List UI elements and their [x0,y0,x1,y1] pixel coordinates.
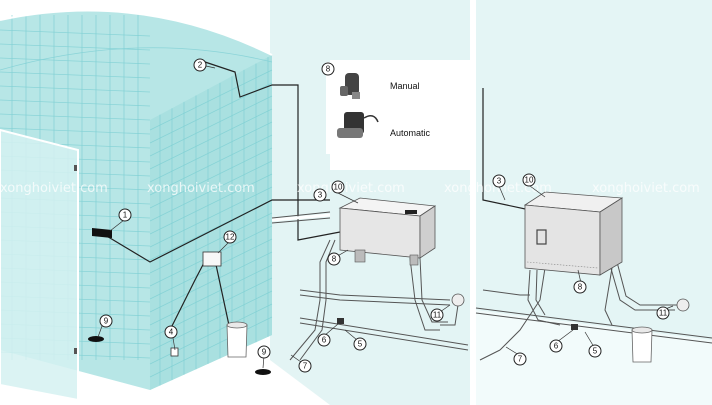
glass-door [0,128,79,402]
tile-line [0,99,151,107]
tile-line [149,69,273,131]
svg-text:12: 12 [226,233,235,242]
tile-line [149,238,273,300]
water-valve-right [571,324,578,330]
steam-generator-right [523,191,624,276]
svg-text:3: 3 [318,191,323,200]
svg-text:6: 6 [322,336,327,345]
callout-5: 5 [353,337,367,351]
tile-line [0,85,151,93]
watermarks: xonghoiviet.com xonghoiviet.com xonghoiv… [0,181,700,196]
callout-11-right: 11 [656,306,670,320]
valve-legend: Manual Automatic [326,62,468,154]
svg-text:11: 11 [433,311,442,320]
callout-3-right: 3 [492,174,506,188]
tile-line [149,95,273,157]
callout-6: 6 [317,333,331,347]
svg-text:7: 7 [518,355,523,364]
callout-11-left: 11 [430,308,444,322]
watermark-5: xonghoiviet.com [592,181,700,196]
manual-valve-icon [340,73,360,99]
svg-text:7: 7 [303,362,308,371]
tile-line [149,121,273,183]
piping-right [475,261,712,361]
callout-4: 4 [164,325,178,339]
callout-9-left: 9 [99,314,113,328]
tile-line [149,290,273,352]
callout-1: 1 [118,208,132,222]
control-wiring [99,61,531,331]
watermark-1: xonghoiviet.com [0,181,108,196]
svg-text:3: 3 [497,177,502,186]
callout-7: 7 [298,359,312,373]
tile-line [149,303,273,365]
svg-text:8: 8 [326,65,331,74]
piping-left [271,211,469,361]
svg-text:2: 2 [198,61,203,70]
pump-fitting [170,347,179,357]
svg-text:10: 10 [334,183,343,192]
callout-2: 2 [193,58,207,72]
callout-5-right: 5 [588,344,602,358]
junction-box [202,251,222,267]
callout-9-right: 9 [257,345,271,359]
manual-label: Manual [390,81,420,91]
tile-line [149,316,273,378]
svg-text:4: 4 [169,328,174,337]
control-panel [92,228,112,238]
watermark-3: xonghoiviet.com [297,181,405,196]
callout-12: 12 [223,230,237,244]
callout-8-legend: 8 [321,62,335,76]
svg-text:10: 10 [525,176,534,185]
pressure-gauge-left [451,293,465,307]
automatic-valve-icon [337,112,379,138]
tile-line [149,186,273,248]
svg-text:6: 6 [554,342,559,351]
svg-text:8: 8 [332,255,337,264]
svg-text:9: 9 [262,348,267,357]
pressure-gauge-right [676,298,690,312]
callout-3-left: 3 [313,188,327,202]
svg-text:5: 5 [593,347,598,356]
tile-line [0,127,151,135]
tile-line [149,264,273,326]
callout-10-left: 10 [331,180,345,194]
svg-text:11: 11 [659,309,668,318]
callout-6-right: 6 [549,339,563,353]
tile-line [149,160,273,222]
svg-text:5: 5 [358,340,363,349]
tile-line [0,57,151,65]
tile-line [0,29,151,37]
tile-line [149,251,273,313]
tile-line [0,43,151,51]
tile-line [149,212,273,274]
automatic-label: Automatic [390,128,431,138]
tile-line [149,134,273,196]
drain-bucket-right [631,326,653,363]
watermark-2: xonghoiviet.com [147,181,255,196]
callout-10-right: 10 [522,173,536,187]
steam-generator-left [338,197,437,266]
tile-line [149,173,273,235]
tile-line [0,113,151,121]
temperature-sensor [88,336,104,342]
drain-bucket-left [226,321,248,358]
callout-7-right: 7 [513,352,527,366]
tile-line [149,147,273,209]
steam-nozzle [255,369,271,375]
water-valve-left [337,318,344,324]
tile-line [149,108,273,170]
svg-text:1: 1 [123,211,128,220]
svg-text:9: 9 [104,317,109,326]
tile-line [0,71,151,79]
svg-text:8: 8 [578,283,583,292]
callout-8-right: 8 [573,280,587,294]
callout-8-left: 8 [327,252,341,266]
